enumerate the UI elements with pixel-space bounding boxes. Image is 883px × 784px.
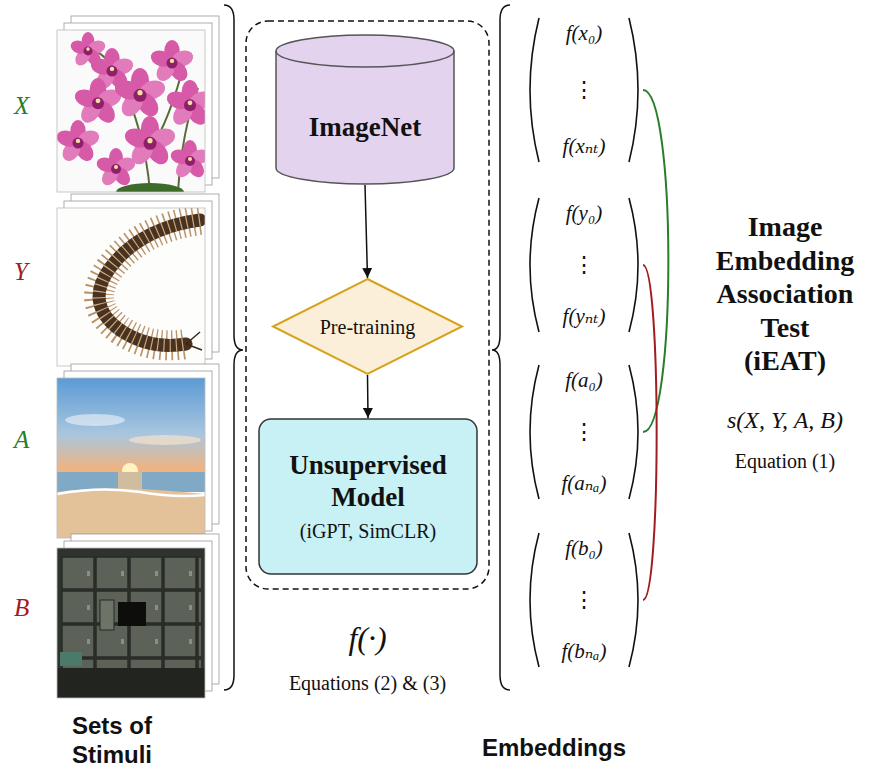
left-paren bbox=[530, 18, 539, 162]
centipede-photo bbox=[57, 208, 205, 366]
orchid-photo bbox=[57, 30, 205, 192]
function-label: f(·) bbox=[348, 619, 386, 657]
label-slot: B bbox=[14, 594, 29, 622]
vector-entry: f(x₀) bbox=[566, 21, 602, 46]
embedding-vector: f(x₀) ⋮ f(xₙₜ) bbox=[525, 15, 643, 165]
centipede-segments bbox=[99, 220, 200, 345]
photo-frame bbox=[57, 30, 205, 192]
vector-entry: f(xₙₜ) bbox=[563, 134, 606, 159]
embedding-vector: f(a₀) ⋮ f(aₙₐ) bbox=[525, 362, 643, 502]
node-title: Unsupervised Model bbox=[273, 450, 463, 512]
vector-entry: f(bₙₐ) bbox=[562, 639, 607, 664]
embedding-vector: f(b₀) ⋮ f(bₙₐ) bbox=[525, 530, 643, 670]
photo-frame bbox=[57, 378, 205, 538]
label-slot: Image Embedding Association Test (iEAT) bbox=[690, 210, 880, 378]
vector-dots: ⋮ bbox=[573, 421, 595, 443]
vector-dots: ⋮ bbox=[573, 254, 595, 276]
open-door bbox=[100, 600, 114, 630]
locker-wall bbox=[61, 556, 201, 668]
cloud bbox=[129, 435, 201, 445]
label-slot: X bbox=[14, 92, 29, 120]
set-letter: A bbox=[14, 426, 29, 454]
process-diamond: Pre-training bbox=[272, 278, 463, 375]
flower bbox=[149, 40, 196, 84]
embedding-vector: f(y₀) ⋮ f(yₙₜ) bbox=[525, 195, 643, 335]
set-letter: X bbox=[14, 92, 29, 120]
flower bbox=[165, 80, 205, 128]
vector-dots: ⋮ bbox=[573, 589, 595, 611]
antenna bbox=[186, 332, 202, 350]
label-slot: s(X, Y, A, B) bbox=[690, 406, 880, 435]
set-letter: Y bbox=[14, 258, 28, 286]
association-curve bbox=[643, 265, 657, 600]
flower bbox=[95, 148, 137, 188]
beach-photo bbox=[57, 378, 205, 538]
open-locker bbox=[118, 602, 146, 626]
flower bbox=[57, 120, 101, 164]
right-paren bbox=[629, 198, 638, 332]
equation-ref: Equations (2) & (3) bbox=[289, 671, 446, 695]
vector-entry: f(a₀) bbox=[565, 368, 603, 393]
vector-entry: f(aₙₐ) bbox=[562, 471, 607, 496]
label-slot: Equation (1) bbox=[690, 449, 880, 473]
photo-frame bbox=[57, 548, 205, 698]
equation-ref: Equation (1) bbox=[690, 449, 880, 473]
flow-arrow bbox=[367, 375, 369, 418]
right-paren bbox=[629, 533, 638, 667]
set-letter: B bbox=[14, 594, 29, 622]
photo-frame bbox=[57, 208, 205, 366]
test-title: Image Embedding Association Test (iEAT) bbox=[690, 210, 880, 378]
morgue-photo bbox=[57, 548, 205, 698]
sky bbox=[57, 378, 205, 472]
centipede-body bbox=[99, 220, 200, 345]
label-slot: A bbox=[14, 426, 29, 454]
right-paren bbox=[629, 18, 638, 162]
column-caption: Sets of Stimuli bbox=[72, 712, 197, 770]
sand bbox=[57, 488, 205, 538]
label-slot: Y bbox=[14, 258, 28, 286]
column-caption: Embeddings bbox=[482, 734, 626, 763]
pipeline-group: f(·) Equations (2) & (3) ImageNetPre-train… bbox=[245, 20, 490, 695]
brace bbox=[224, 5, 243, 690]
left-paren bbox=[530, 198, 539, 332]
vector-entry: f(b₀) bbox=[565, 536, 603, 561]
wall bbox=[57, 548, 205, 698]
left-paren bbox=[530, 533, 539, 667]
cloud bbox=[65, 414, 125, 426]
model-box: Unsupervised Model (iGPT, SimCLR) bbox=[258, 418, 478, 575]
brace bbox=[492, 5, 510, 690]
label-slot: Sets of Stimuli bbox=[72, 712, 197, 770]
node-outline bbox=[275, 35, 455, 185]
cylinder-body bbox=[276, 35, 454, 184]
photo-ground bbox=[57, 208, 205, 366]
node-subtitle: (iGPT, SimCLR) bbox=[300, 519, 436, 543]
box-outline bbox=[259, 419, 477, 574]
floor bbox=[57, 668, 205, 698]
node-text: ImageNet bbox=[309, 111, 421, 143]
vector-entry: f(yₙₜ) bbox=[563, 304, 606, 329]
dataset-cylinder: ImageNet bbox=[275, 35, 455, 185]
vector-entry: f(y₀) bbox=[566, 201, 602, 226]
cylinder-rim bbox=[276, 51, 454, 67]
centipede-legs bbox=[99, 220, 200, 345]
flow-arrow bbox=[365, 185, 368, 278]
formula: s(X, Y, A, B) bbox=[690, 406, 880, 435]
diamond-outline bbox=[273, 279, 462, 374]
right-paren bbox=[629, 365, 638, 499]
node-text: Pre-training bbox=[320, 315, 416, 339]
flower bbox=[169, 140, 205, 180]
label-slot: Embeddings bbox=[482, 734, 626, 763]
group-outline bbox=[246, 21, 489, 589]
cloth bbox=[60, 652, 82, 666]
left-paren bbox=[530, 365, 539, 499]
vector-dots: ⋮ bbox=[573, 79, 595, 101]
wave bbox=[57, 489, 205, 496]
